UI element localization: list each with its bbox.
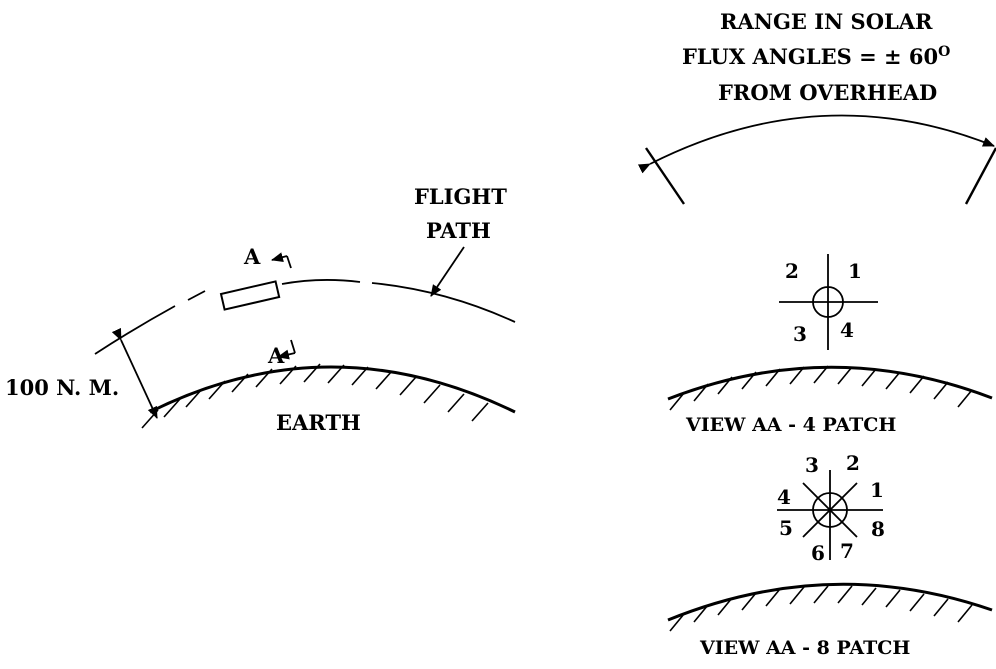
patch4-number-2: 2 bbox=[785, 259, 799, 283]
altitude-dimension-line bbox=[111, 327, 158, 419]
range-title-line1: RANGE IN SOLAR bbox=[720, 9, 933, 34]
patch8-number-4: 4 bbox=[777, 485, 791, 509]
satellite-body bbox=[219, 280, 281, 311]
solar-range-arc bbox=[637, 114, 996, 205]
range-title-line2: FLUX ANGLES = ± 60O bbox=[682, 45, 950, 67]
flight-path bbox=[94, 279, 516, 355]
eight-patch-symbol bbox=[777, 470, 883, 560]
patch8-number-1: 1 bbox=[870, 478, 884, 502]
flight-path-label-line2: PATH bbox=[426, 218, 491, 243]
patch8-number-7: 7 bbox=[840, 539, 854, 563]
patch8-number-5: 5 bbox=[779, 516, 793, 540]
patch8-number-6: 6 bbox=[811, 541, 825, 565]
section-label-a-top: A bbox=[244, 244, 261, 269]
patch8-number-3: 3 bbox=[805, 453, 819, 477]
four-patch-symbol bbox=[779, 254, 878, 350]
earth-surface-4-patch bbox=[667, 365, 993, 411]
section-arrow-top bbox=[271, 252, 292, 269]
patch8-number-2: 2 bbox=[846, 451, 860, 475]
range-title-line2-text: FLUX ANGLES = ± 60 bbox=[682, 44, 939, 69]
earth-surface bbox=[141, 363, 516, 429]
patch4-number-4: 4 bbox=[840, 318, 854, 342]
patch8-number-8: 8 bbox=[871, 517, 885, 541]
range-title-line3: FROM OVERHEAD bbox=[718, 80, 938, 105]
patch4-number-3: 3 bbox=[793, 322, 807, 346]
earth-surface-8-patch bbox=[667, 582, 993, 632]
altitude-label: 100 N. M. bbox=[5, 375, 120, 400]
flight-path-label-line1: FLIGHT bbox=[414, 184, 507, 209]
degree-symbol: O bbox=[938, 44, 951, 60]
earth-label: EARTH bbox=[276, 410, 361, 435]
section-arrow-bottom bbox=[277, 339, 296, 360]
view-4-patch-label: VIEW AA - 4 PATCH bbox=[686, 414, 897, 436]
patch4-number-1: 1 bbox=[848, 259, 862, 283]
view-8-patch-label: VIEW AA - 8 PATCH bbox=[700, 637, 911, 659]
section-label-a-bottom: A bbox=[268, 343, 285, 368]
flight-path-leader bbox=[430, 246, 465, 297]
